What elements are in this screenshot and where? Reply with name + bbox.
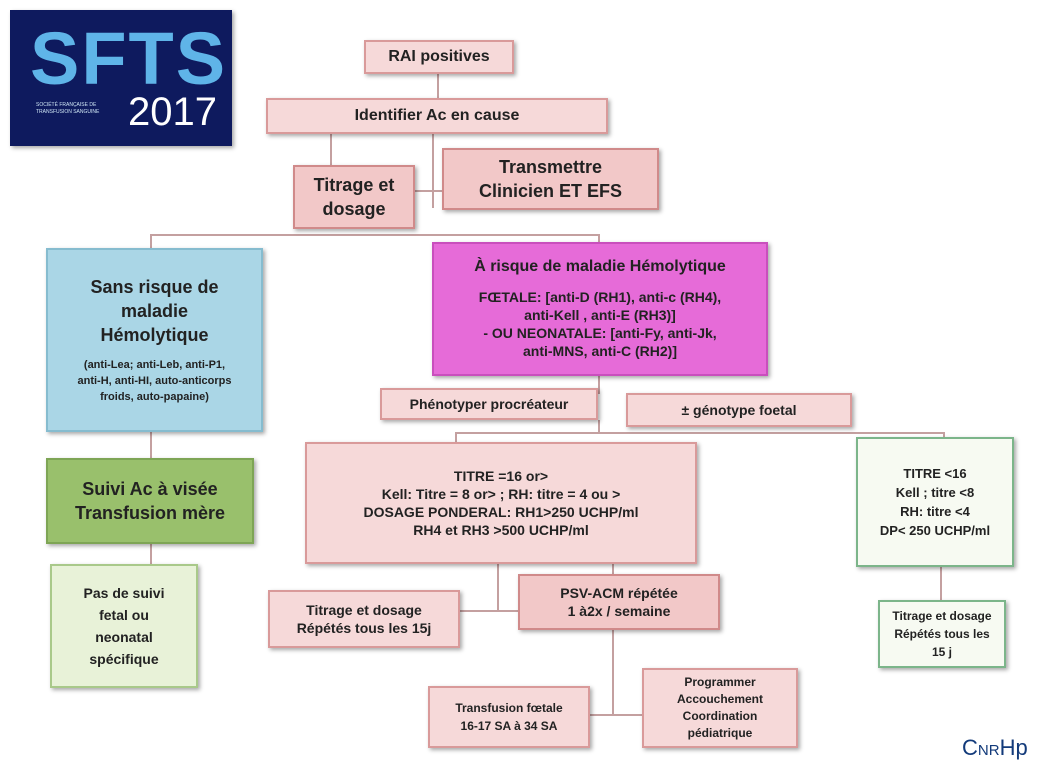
node-text: RH: titre <4 [900,504,970,519]
connector [412,190,442,192]
node-pas-de-suivi: Pas de suivi fetal ou neonatal spécifiqu… [50,564,198,688]
node-transmettre: Transmettre Clinicien ET EFS [442,148,659,210]
connector [150,234,600,236]
node-title: maladie [120,301,189,321]
node-text: Répétés tous les 15j [296,620,432,636]
node-programmer: Programmer Accouchement Coordination péd… [642,668,798,748]
node-title: Sans risque de [90,277,219,297]
node-title: Hémolytique [100,325,209,345]
connector [940,566,942,600]
node-titrage-repetes-right: Titrage et dosage Répétés tous les 15 j [878,600,1006,668]
connector [150,234,152,248]
cnrhp-logo: CNRHp [962,735,1028,761]
node-text: 1 à2x / semaine [567,603,671,619]
node-detail: froids, auto-papaine) [100,391,209,403]
connector [598,420,600,432]
node-phenotyper: Phénotyper procréateur [380,388,598,420]
node-transfusion-foetale: Transfusion fœtale 16-17 SA à 34 SA [428,686,590,748]
connector [612,564,614,574]
node-titrage-dosage: Titrage et dosage [293,165,415,229]
logo-text: C [962,735,978,760]
connector [150,542,152,564]
connector [612,630,614,714]
node-text: Coordination [682,709,758,723]
node-text: Suivi Ac à visée [82,479,218,499]
node-identifier-ac: Identifier Ac en cause [266,98,608,134]
node-text: spécifique [89,651,159,667]
node-text: Kell: Titre = 8 or> ; RH: titre = 4 ou > [381,486,621,502]
node-detail: anti-H, anti-HI, auto-anticorps [77,375,232,387]
logo-main-text: SFTS [30,17,228,100]
logo-text: NR [977,742,1000,759]
node-text: RAI positives [388,48,490,65]
node-a-risque: À risque de maladie Hémolytique FŒTALE: … [432,242,768,376]
node-text: Titrage et dosage [892,609,992,623]
connector [460,610,518,612]
node-text: Clinicien ET EFS [478,181,623,201]
node-text: Phénotyper procréateur [409,396,569,412]
node-text: pédiatrique [687,726,753,740]
node-rai-positives: RAI positives [364,40,514,74]
node-text: neonatal [95,629,153,645]
node-text: TITRE =16 or> [453,468,549,484]
node-text: fetal ou [99,607,149,623]
connector [497,564,499,610]
node-detail: anti-Kell , anti-E (RH3)] [524,307,676,323]
node-titre-high: TITRE =16 or> Kell: Titre = 8 or> ; RH: … [305,442,697,564]
connector [455,432,457,442]
connector [330,133,332,165]
logo-subtitle: SOCIÉTÉ FRANÇAISE DE TRANSFUSION SANGUIN… [36,102,100,115]
node-title: À risque de maladie Hémolytique [474,258,726,275]
node-text: 16-17 SA à 34 SA [460,719,558,733]
node-text: ± génotype foetal [681,402,797,418]
node-psv-acm: PSV-ACM répétée 1 à2x / semaine [518,574,720,630]
node-titre-low: TITRE <16 Kell ; titre <8 RH: titre <4 D… [856,437,1014,567]
node-text: dosage [322,199,386,219]
connector [590,714,642,716]
node-detail: (anti-Lea; anti-Leb, anti-P1, [83,359,226,371]
logo-year: 2017 [128,90,217,134]
node-text: Transmettre [498,157,603,177]
node-text: Titrage et dosage [306,602,422,618]
node-text: Répétés tous les [894,627,990,641]
node-text: Kell ; titre <8 [895,485,975,500]
node-text: Pas de suivi [83,585,165,601]
sfts-logo: SFTS SOCIÉTÉ FRANÇAISE DE TRANSFUSION SA… [10,10,232,146]
connector [150,432,152,458]
connector [598,376,600,394]
node-detail: anti-MNS, anti-C (RH2)] [523,343,677,359]
connector [598,234,600,242]
connector [943,432,945,437]
node-text: Programmer [684,675,756,689]
node-text: Titrage et [313,175,395,195]
node-genotype: ± génotype foetal [626,393,852,427]
node-text: PSV-ACM répétée [560,585,678,601]
node-text: RH4 et RH3 >500 UCHP/ml [413,522,589,538]
node-text: Transfusion mère [74,503,226,523]
logo-text: Hp [999,735,1028,760]
node-detail: FŒTALE: [anti-D (RH1), anti-c (RH4), [478,289,722,305]
node-text: DP< 250 UCHP/ml [879,523,991,538]
connector [437,74,439,98]
node-text: DOSAGE PONDERAL: RH1>250 UCHP/ml [363,504,639,520]
connector [432,133,434,208]
node-sans-risque: Sans risque de maladie Hémolytique (anti… [46,248,263,432]
node-text: 15 j [931,645,952,659]
node-text: Transfusion fœtale [455,701,563,715]
node-text: Identifier Ac en cause [354,107,520,124]
node-text: TITRE <16 [903,466,967,481]
node-detail: - OU NEONATALE: [anti-Fy, anti-Jk, [483,325,717,341]
node-text: Accouchement [676,692,764,706]
node-titrage-repetes-left: Titrage et dosage Répétés tous les 15j [268,590,460,648]
connector [455,432,945,434]
node-suivi-ac: Suivi Ac à visée Transfusion mère [46,458,254,544]
